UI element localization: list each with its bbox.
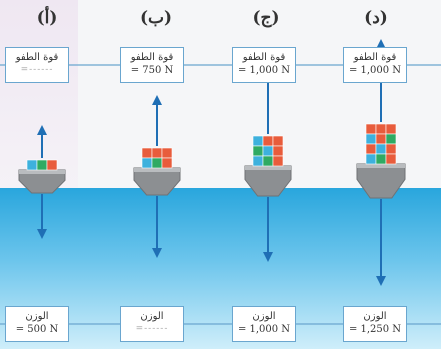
boat-c	[244, 69, 292, 262]
buoyancy-value: = 1,000 N	[348, 65, 402, 76]
panel-label-a: (أ)	[36, 8, 58, 28]
buoyancy-card-b: قوة الطفو = 750 N	[120, 47, 184, 83]
weight-title: الوزن	[363, 311, 387, 322]
cargo-cube	[151, 157, 163, 169]
cargo-cube	[375, 143, 387, 155]
panel-a-background	[0, 0, 78, 190]
blank-value-line: =------	[20, 65, 54, 75]
hull-deck	[19, 170, 65, 174]
weight-value: = 1,250 N	[348, 324, 402, 335]
weight-card-b: الوزن =------	[120, 306, 184, 342]
panel-label-d: (د)	[364, 8, 388, 28]
cargo-cube	[141, 157, 153, 169]
cargo-cube	[141, 147, 153, 159]
cargo-cube	[365, 153, 377, 165]
weight-card-d: الوزن = 1,250 N	[343, 306, 407, 342]
cargo-cube	[252, 145, 264, 157]
weight-card-a: الوزن = 500 N	[5, 306, 69, 342]
boat-a	[18, 125, 66, 239]
cargo-cube	[272, 155, 284, 167]
panel-label-c: (ج)	[252, 8, 280, 28]
cargo-cube	[252, 135, 264, 147]
weight-title: الوزن	[25, 311, 49, 322]
buoyancy-title: قوة الطفو	[130, 52, 174, 63]
boats-group	[18, 39, 406, 286]
weight-title: الوزن	[252, 311, 276, 322]
cargo-cube	[161, 147, 173, 159]
cargo-cube	[365, 133, 377, 145]
buoyancy-value: = 750 N	[130, 65, 174, 76]
buoyancy-title: قوة الطفو	[242, 52, 286, 63]
cargo-cube	[151, 147, 163, 159]
cargo-cube	[161, 157, 173, 169]
cargo-cube	[385, 143, 397, 155]
weight-value: = 500 N	[15, 324, 59, 335]
cargo-cube	[385, 153, 397, 165]
cargo-cube	[365, 123, 377, 135]
buoyancy-card-a: قوة الطفو =------	[5, 47, 69, 83]
cargo-cube	[26, 159, 38, 171]
cargo-cube	[252, 155, 264, 167]
weight-card-c: الوزن = 1,000 N	[232, 306, 296, 342]
cargo-cube	[262, 155, 274, 167]
cargo-cube	[375, 123, 387, 135]
weight-title: الوزن	[140, 311, 164, 322]
cargo-cube	[385, 123, 397, 135]
cargo-cube	[272, 135, 284, 147]
cargo-cube	[262, 135, 274, 147]
cargo-cube	[36, 159, 48, 171]
buoyancy-title: قوة الطفو	[353, 52, 397, 63]
hull-deck	[245, 166, 291, 170]
cargo-cube	[375, 133, 387, 145]
buoyancy-value: = 1,000 N	[237, 65, 291, 76]
buoyancy-card-d: قوة الطفو = 1,000 N	[343, 47, 407, 83]
cargo-cube	[46, 159, 58, 171]
boat-b	[133, 95, 181, 258]
hull-deck	[357, 164, 405, 168]
cargo-cube	[365, 143, 377, 155]
cargo-cube	[385, 133, 397, 145]
cargo-cube	[272, 145, 284, 157]
panel-label-b: (ب)	[139, 8, 173, 28]
buoyancy-card-c: قوة الطفو = 1,000 N	[232, 47, 296, 83]
blank-value-line: =------	[135, 324, 169, 334]
hull-deck	[134, 168, 180, 172]
weight-value: = 1,000 N	[237, 324, 291, 335]
cargo-cube	[375, 153, 387, 165]
buoyancy-title: قوة الطفو	[15, 52, 59, 63]
cargo-cube	[262, 145, 274, 157]
